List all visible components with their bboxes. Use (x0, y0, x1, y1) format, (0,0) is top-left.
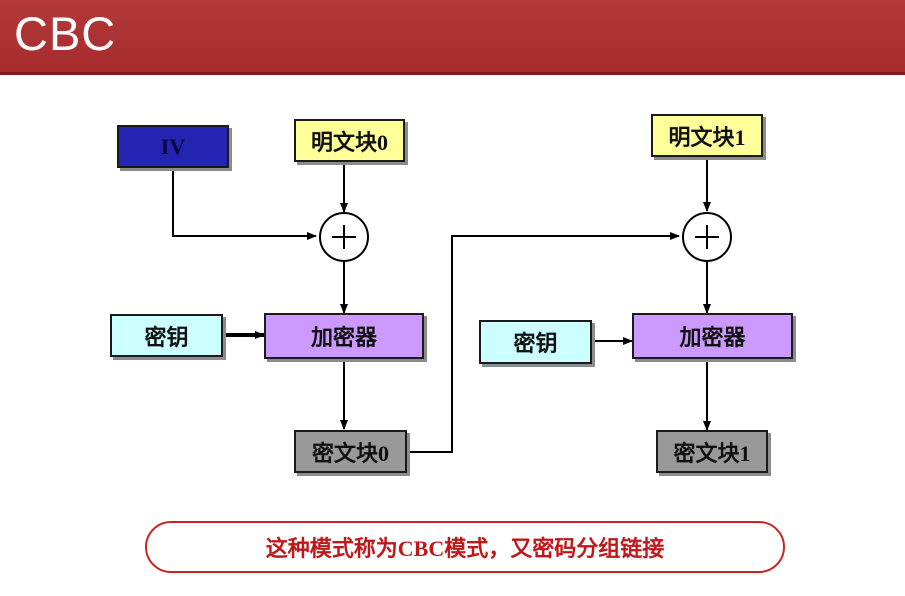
iv-label: IV (160, 133, 186, 159)
encryptor-block-1: 加密器 (632, 313, 793, 359)
plaintext-block-1: 明文块1 (651, 114, 763, 157)
plaintext-block-0: 明文块0 (294, 119, 405, 162)
ciphertext0-to-xor1-arrow (407, 232, 680, 453)
encryptor-block-1-label: 加密器 (679, 325, 746, 350)
plaintext-block-0-label: 明文块0 (310, 129, 388, 155)
key-block-0: 密钥 (110, 314, 223, 357)
title-banner: CBC (0, 0, 905, 75)
xor-operator-0 (319, 212, 369, 262)
ciphertext-block-1-label: 密文块1 (673, 440, 751, 466)
encryptor-block-0: 加密器 (264, 313, 424, 359)
xor-operator-1 (682, 212, 732, 262)
ciphertext-block-0: 密文块0 (294, 430, 407, 473)
caption-callout: 这种模式称为CBC模式，又密码分组链接 (145, 521, 785, 573)
key-block-1: 密钥 (479, 320, 592, 364)
encryptor-block-0-label: 加密器 (310, 325, 377, 350)
iv-block: IV (117, 125, 229, 168)
plaintext-block-1-label: 明文块1 (668, 124, 746, 150)
ciphertext-block-1: 密文块1 (656, 430, 768, 473)
iv-to-xor0-arrow (172, 168, 317, 240)
ciphertext-block-0-label: 密文块0 (311, 440, 389, 466)
caption-text: 这种模式称为CBC模式，又密码分组链接 (265, 536, 665, 561)
slide-title: CBC (14, 7, 117, 60)
key-block-1-label: 密钥 (513, 331, 558, 356)
key-block-0-label: 密钥 (144, 324, 189, 350)
